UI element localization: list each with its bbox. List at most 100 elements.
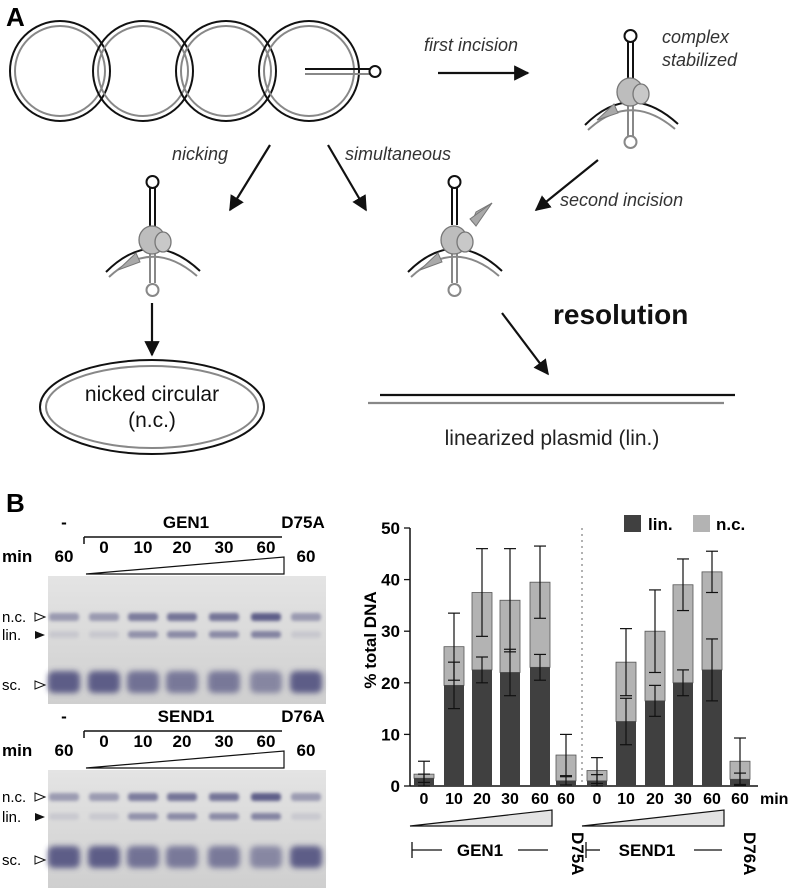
- gel2-sc-label: sc.: [2, 852, 21, 869]
- junction-nicking: [105, 175, 201, 297]
- gel1-band-sc: [166, 671, 198, 693]
- second-incision-arrow: [534, 159, 599, 211]
- gel2-band-sc: [166, 846, 198, 868]
- gel1-band-sc: [250, 671, 282, 693]
- x-tick-label: 30: [501, 791, 519, 808]
- x-tick-label: 10: [445, 791, 463, 808]
- gel2-min-label: min: [2, 741, 32, 760]
- gel2-band-nc: [128, 793, 158, 801]
- x-tick-label: 0: [420, 791, 429, 808]
- gel1-band-nc: [49, 613, 79, 621]
- cruciform-plasmid: [9, 20, 382, 122]
- gel2-lin-label: lin.: [2, 809, 21, 826]
- nicked-circular-label-1: nicked circular: [85, 383, 219, 406]
- gel2-band-nc: [167, 793, 197, 801]
- gel1-band-nc: [128, 613, 158, 621]
- gel-gen1: - GEN1 D75A min 60 0 10 20 30 60 60 n.c.…: [2, 513, 326, 704]
- gel2-nc-marker: [34, 792, 47, 802]
- gel1-lane-7: 60: [297, 547, 316, 566]
- nicked-circular-label-2: (n.c.): [128, 409, 176, 432]
- gel2-band-lin: [167, 813, 197, 820]
- gel2-lane-6: 60: [257, 732, 276, 751]
- gel1-band-nc: [209, 613, 239, 621]
- gel2-sc-marker: [34, 855, 47, 865]
- gel2-band-lin: [49, 813, 79, 820]
- gel1-lin-marker: [35, 631, 45, 639]
- gel2-band-sc: [250, 846, 282, 868]
- gel2-lane-4: 20: [173, 732, 192, 751]
- gel1-band-nc: [167, 613, 197, 621]
- bar-lin: [673, 682, 693, 786]
- gel2-band-sc: [127, 846, 159, 868]
- gel-send1: - SEND1 D76A min 60 0 10 20 30 60 60 n.c…: [2, 707, 326, 888]
- legend-label-lin: lin.: [648, 515, 673, 534]
- gel2-time-wedge: [85, 750, 285, 769]
- gel2-band-sc: [290, 846, 322, 868]
- gel1-mutant: D75A: [281, 513, 324, 532]
- gel1-lane-4: 20: [173, 538, 192, 557]
- linearized-label: linearized plasmid (lin.): [445, 427, 660, 450]
- gel2-band-sc: [48, 846, 80, 868]
- gel2-band-sc: [88, 846, 120, 868]
- legend-swatch-nc: [693, 515, 710, 532]
- x-tick-label: 60: [731, 791, 749, 808]
- junction-complex-stabilized: [584, 29, 679, 149]
- legend-swatch-lin: [624, 515, 641, 532]
- group-mutant-d76a: D76A: [740, 832, 759, 875]
- gel1-lane-2: 0: [99, 538, 108, 557]
- gel2-lane-7: 60: [297, 741, 316, 760]
- chart-ylabel: % total DNA: [361, 591, 380, 688]
- gel1-nc-label: n.c.: [2, 609, 26, 626]
- gel2-lane-3: 10: [134, 732, 153, 751]
- bar-lin: [444, 685, 464, 786]
- gel2-band-lin: [89, 813, 119, 820]
- gel1-lane-1: 60: [55, 547, 74, 566]
- gel1-band-lin: [89, 631, 119, 638]
- x-tick-label: 60: [703, 791, 721, 808]
- nicking-arrow: [229, 144, 271, 212]
- gel1-dash: -: [61, 513, 67, 532]
- gel1-time-wedge: [85, 556, 285, 575]
- group-mutant-d75a: D75A: [568, 832, 587, 875]
- resolution-label: resolution: [553, 299, 688, 330]
- panel-a-letter: A: [6, 2, 25, 32]
- gel1-band-nc: [89, 613, 119, 621]
- y-tick-label: 50: [381, 519, 400, 538]
- gel1-nc-marker: [34, 612, 47, 622]
- resolution-arrow: [501, 312, 549, 376]
- y-tick-label: 10: [381, 725, 400, 744]
- gel1-band-sc: [208, 671, 240, 693]
- bar-lin: [645, 700, 665, 786]
- bar-lin: [702, 669, 722, 786]
- gel1-enzyme: GEN1: [163, 513, 209, 532]
- second-incision-label: second incision: [560, 190, 683, 210]
- group-label-gen1: GEN1: [457, 841, 503, 860]
- bar-lin: [530, 667, 550, 786]
- chart-xunit: min: [760, 791, 788, 808]
- x-tick-label: 30: [674, 791, 692, 808]
- gel1-lane-5: 30: [215, 538, 234, 557]
- gel2-band-lin: [209, 813, 239, 820]
- gel1-min-label: min: [2, 547, 32, 566]
- gel2-image: [48, 770, 326, 888]
- gel2-band-nc: [291, 793, 321, 801]
- gel2-lane-5: 30: [215, 732, 234, 751]
- gel2-dash: -: [61, 707, 67, 726]
- gel2-nc-label: n.c.: [2, 789, 26, 806]
- gel2-enzyme: SEND1: [158, 707, 215, 726]
- bar-lin: [472, 669, 492, 786]
- complex-label-2: stabilized: [662, 50, 738, 70]
- gel2-band-lin: [251, 813, 281, 820]
- gel2-band-nc: [251, 793, 281, 801]
- complex-label-1: complex: [662, 27, 730, 47]
- junction-simultaneous: [407, 175, 503, 297]
- gel1-band-lin: [291, 631, 321, 638]
- gel2-mutant: D76A: [281, 707, 324, 726]
- x-tick-label: 60: [557, 791, 575, 808]
- gel1-band-nc: [251, 613, 281, 621]
- x-tick-label: 20: [473, 791, 491, 808]
- send1-wedge: [581, 809, 725, 827]
- y-tick-label: 30: [381, 622, 400, 641]
- gel1-sc-marker: [34, 680, 47, 690]
